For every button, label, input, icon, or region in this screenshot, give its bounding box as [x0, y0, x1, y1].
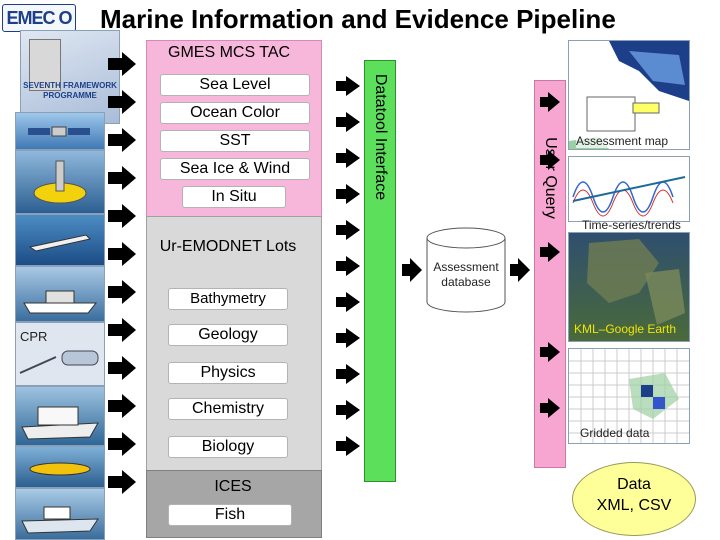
- satellite-photo: [15, 112, 105, 150]
- trawler-icon: [21, 506, 99, 534]
- datatool-label: Datatool Interface: [372, 73, 389, 200]
- cpr-photo: CPR: [15, 322, 105, 386]
- research-vessel-photo: [15, 266, 105, 322]
- gmes-item-sea-ice-wind: Sea Ice & Wind: [160, 158, 310, 180]
- auv-photo: [15, 446, 105, 488]
- emodnet-item-chemistry: Chemistry: [168, 398, 288, 420]
- database-label: Assessment database: [433, 260, 499, 289]
- framework-label: SEVENTH FRAMEWORK PROGRAMME: [23, 81, 117, 100]
- emodnet-item-biology: Biology: [168, 436, 288, 458]
- time-series-caption: Time-series/trends: [582, 218, 681, 232]
- kml-google-earth-image: [568, 232, 690, 342]
- gridded-map-graphic: [569, 349, 689, 443]
- gmes-item-in-situ: In Situ: [182, 186, 286, 208]
- seventh-framework-logo: SEVENTH FRAMEWORK PROGRAMME: [20, 30, 120, 124]
- assessment-map-graphic: [569, 41, 689, 149]
- db-to-query-arrow: [510, 258, 530, 282]
- auv-icon: [29, 462, 91, 476]
- glider-photo: [15, 214, 105, 266]
- satellite-icon: [28, 126, 90, 137]
- datatool-to-db-arrow: [402, 258, 422, 282]
- ices-header: ICES: [214, 478, 252, 495]
- gridded-data-image: [568, 348, 690, 444]
- buoy-icon: [33, 160, 87, 204]
- gmes-item-sea-level: Sea Level: [160, 74, 310, 96]
- ship-icon: [21, 406, 99, 440]
- gmes-header: GMES MCS TAC: [168, 44, 291, 61]
- gridded-data-caption: Gridded data: [580, 426, 650, 440]
- cpr-label: CPR: [20, 329, 48, 344]
- data-format-line1: Data: [617, 476, 651, 493]
- ship-photo: [15, 386, 105, 446]
- data-format-ellipse: Data XML, CSV: [572, 462, 696, 536]
- ices-item-fish: Fish: [168, 504, 292, 526]
- datatool-interface-bar: Datatool Interface: [364, 60, 396, 482]
- database-cylinder-icon: [426, 227, 506, 313]
- datatool-input-arrows: [336, 76, 360, 456]
- glider-icon: [28, 234, 91, 252]
- emodnet-item-physics: Physics: [168, 362, 288, 384]
- cpr-device-icon: [19, 350, 99, 374]
- emodnet-header: Ur-EMODNET Lots: [159, 238, 297, 255]
- kml-caption: KML–Google Earth: [574, 322, 677, 336]
- emodnet-logo: EMEC O: [2, 4, 76, 32]
- page-title: Marine Information and Evidence Pipeline: [100, 4, 616, 34]
- emodnet-item-geology: Geology: [168, 324, 288, 346]
- time-series-image: [568, 156, 690, 222]
- assessment-map-image: [568, 40, 690, 150]
- gmes-item-ocean-color: Ocean Color: [160, 102, 310, 124]
- data-format-line2: XML, CSV: [596, 497, 672, 514]
- gmes-item-sst: SST: [160, 130, 310, 152]
- vessel-icon: [23, 290, 98, 314]
- time-series-graphic: [572, 176, 686, 217]
- vessel-photo: [15, 488, 105, 540]
- buoy-photo: [15, 150, 105, 214]
- output-arrows: [540, 92, 560, 418]
- computer-icon: [29, 39, 61, 91]
- google-earth-graphic: [587, 239, 685, 325]
- emodnet-item-bathymetry: Bathymetry: [168, 288, 288, 310]
- input-arrows: [108, 52, 136, 494]
- assessment-map-caption: Assessment map: [576, 134, 669, 148]
- assessment-database: Assessment database: [426, 226, 506, 314]
